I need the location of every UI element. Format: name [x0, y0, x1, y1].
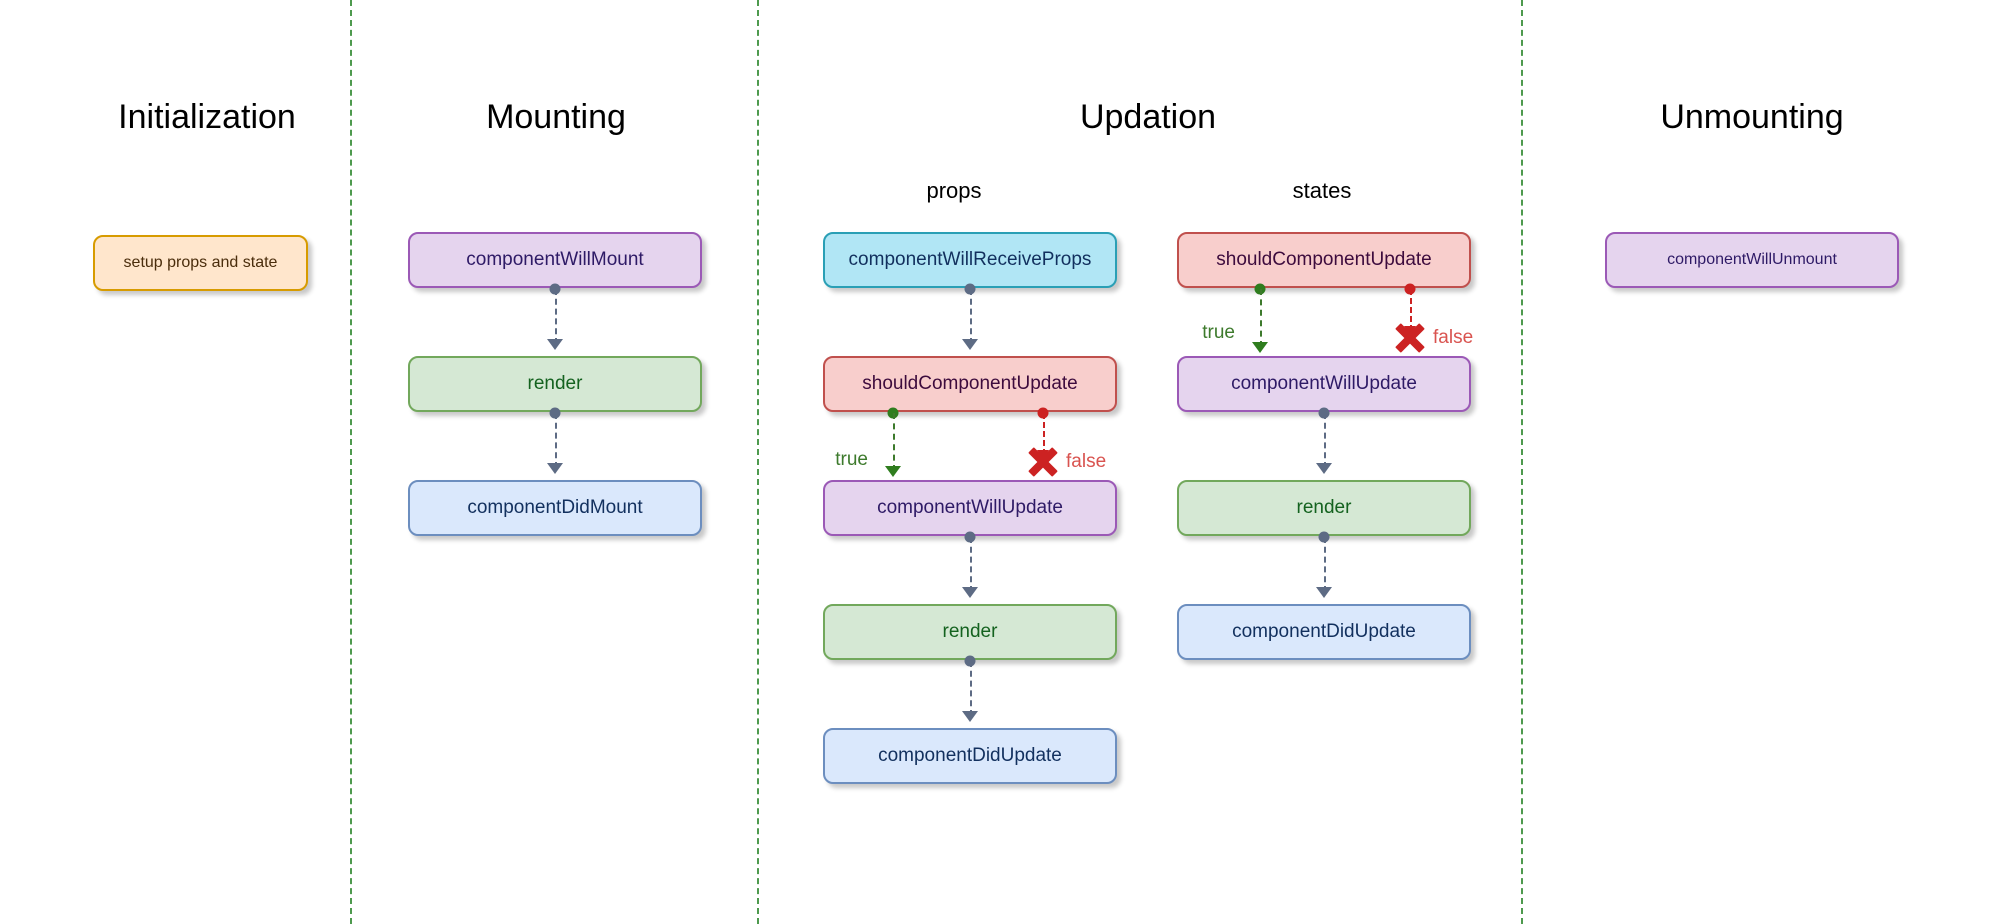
connector-arrow-states-1: [1316, 463, 1332, 474]
column-divider-1: [350, 0, 352, 924]
connector-line-props-1: [970, 289, 972, 344]
branch-label-states-false: false: [1433, 327, 1474, 348]
branch-arrow-props-true: [885, 466, 901, 477]
connector-line-mounting-2: [555, 413, 557, 468]
node-component-will-unmount[interactable]: componentWillUnmount: [1605, 232, 1899, 288]
branch-label-props-false: false: [1066, 451, 1107, 472]
branch-line-props-false: [1043, 413, 1045, 455]
blocked-x-icon-props: [1026, 445, 1060, 479]
node-render-states[interactable]: render: [1177, 480, 1471, 536]
column-title-updation: Updation: [1079, 98, 1217, 136]
connector-line-states-1: [1324, 413, 1326, 468]
node-component-did-update-props[interactable]: componentDidUpdate: [823, 728, 1117, 784]
connector-arrow-props-3: [962, 711, 978, 722]
connector-arrow-states-2: [1316, 587, 1332, 598]
node-component-did-mount[interactable]: componentDidMount: [408, 480, 702, 536]
column-divider-2: [757, 0, 759, 924]
connector-arrow-mounting-1: [547, 339, 563, 350]
node-should-component-update-props[interactable]: shouldComponentUpdate: [823, 356, 1117, 412]
branch-line-props-true: [893, 413, 895, 471]
column-title-unmounting: Unmounting: [1660, 98, 1844, 136]
node-setup-props-and-state[interactable]: setup props and state: [93, 235, 308, 291]
node-component-did-update-states[interactable]: componentDidUpdate: [1177, 604, 1471, 660]
node-component-will-update-states[interactable]: componentWillUpdate: [1177, 356, 1471, 412]
connector-arrow-props-1: [962, 339, 978, 350]
node-component-will-update-props[interactable]: componentWillUpdate: [823, 480, 1117, 536]
blocked-x-icon-states: [1393, 321, 1427, 355]
branch-label-states-true: true: [1202, 322, 1235, 343]
subheading-states: states: [1292, 178, 1352, 203]
connector-line-states-2: [1324, 537, 1326, 592]
branch-line-states-true: [1260, 289, 1262, 347]
column-title-initialization: Initialization: [118, 98, 296, 136]
column-title-mounting: Mounting: [486, 98, 626, 136]
connector-line-mounting-1: [555, 289, 557, 344]
node-render-mounting[interactable]: render: [408, 356, 702, 412]
branch-line-states-false: [1410, 289, 1412, 331]
node-should-component-update-states[interactable]: shouldComponentUpdate: [1177, 232, 1471, 288]
subheading-props: props: [926, 178, 982, 203]
connector-arrow-props-2: [962, 587, 978, 598]
node-component-will-receive-props[interactable]: componentWillReceiveProps: [823, 232, 1117, 288]
node-render-props[interactable]: render: [823, 604, 1117, 660]
connector-line-props-2: [970, 537, 972, 592]
node-component-will-mount[interactable]: componentWillMount: [408, 232, 702, 288]
column-divider-3: [1521, 0, 1523, 924]
connector-arrow-mounting-2: [547, 463, 563, 474]
connector-line-props-3: [970, 661, 972, 716]
branch-arrow-states-true: [1252, 342, 1268, 353]
branch-label-props-true: true: [835, 449, 868, 470]
